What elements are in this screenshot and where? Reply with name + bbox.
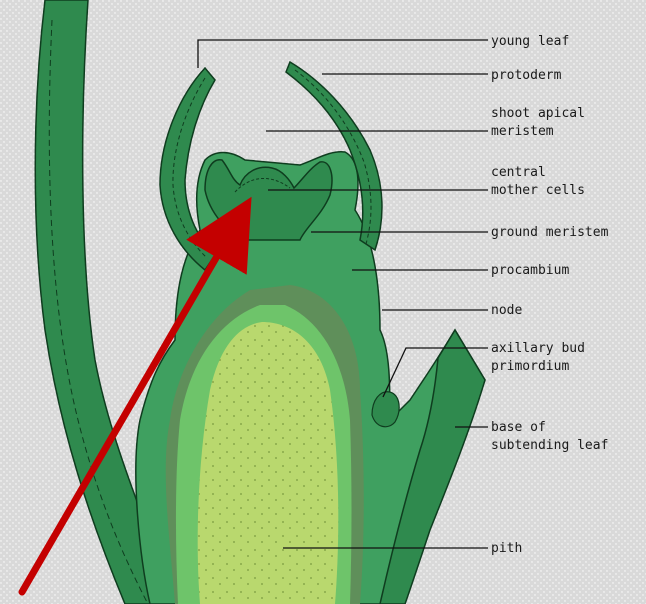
label-pith: pith xyxy=(491,541,522,556)
label-node: node xyxy=(491,303,522,318)
label-ground-meristem: ground meristem xyxy=(491,225,609,240)
label-young-leaf: young leaf xyxy=(491,34,569,49)
label-protoderm: protoderm xyxy=(491,68,562,83)
pith-tissue xyxy=(198,322,339,604)
label-procambium: procambium xyxy=(491,263,569,278)
